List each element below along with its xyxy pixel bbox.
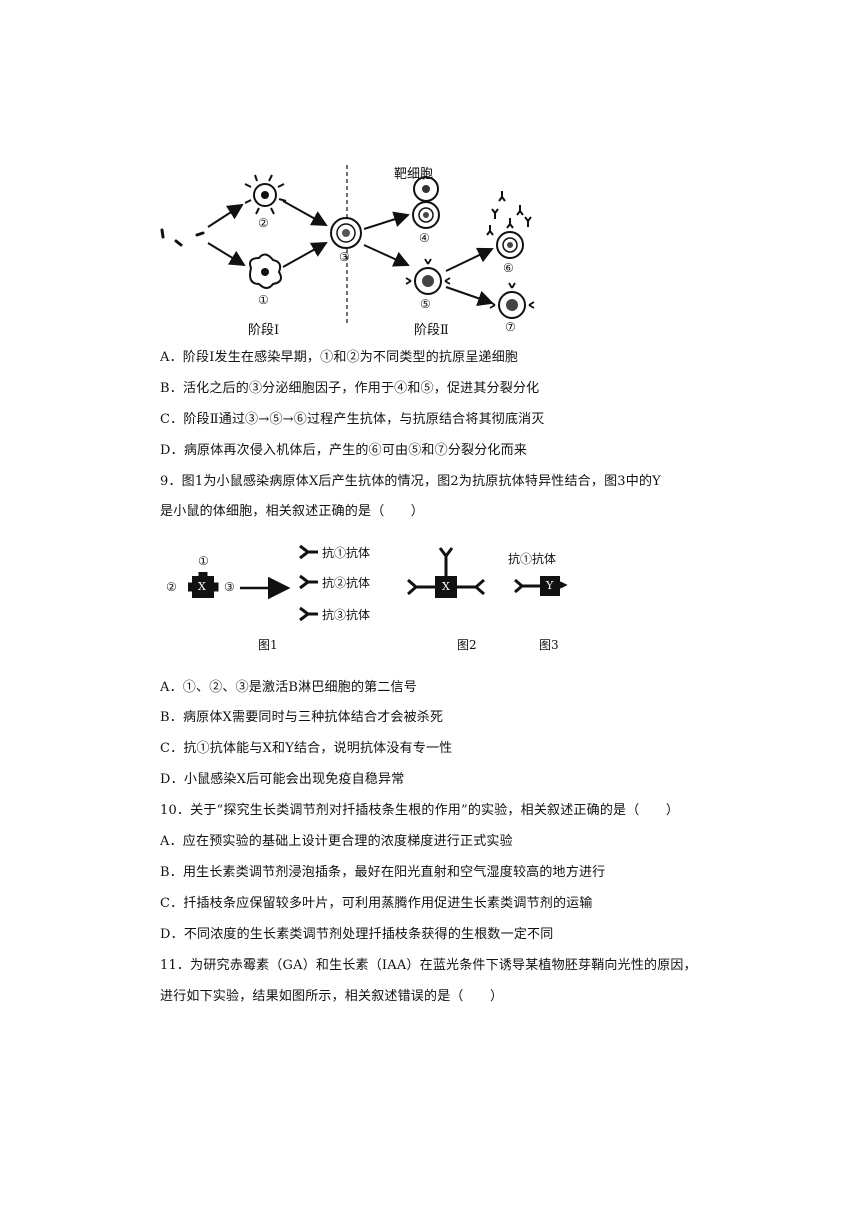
arrow-3-to-4 — [363, 211, 410, 230]
marker-2: ② — [258, 216, 269, 230]
fig1-caption: 图1 — [258, 638, 278, 652]
fig1-mark-1: ① — [198, 554, 209, 568]
antibody-glyph-1 — [299, 544, 318, 560]
antibody-label-3: 抗③抗体 — [322, 608, 371, 622]
arrow-to-cell-1 — [207, 242, 246, 267]
cell-3 — [330, 217, 362, 249]
marker-6: ⑥ — [503, 261, 514, 275]
marker-3: ③ — [339, 250, 350, 264]
arrow-5-to-7 — [445, 286, 494, 306]
fig3-antibody-label: 抗①抗体 — [508, 552, 557, 566]
cell-5 — [405, 258, 451, 295]
antibody-label-2: 抗②抗体 — [322, 576, 371, 590]
arrow-1-to-3 — [282, 242, 328, 268]
antibody-label-1: 抗①抗体 — [322, 546, 371, 560]
fig1-mark-3: ③ — [224, 580, 235, 594]
q9-option-d: D．小鼠感染X后可能会出现免疫自稳异常 — [160, 772, 405, 787]
stage-1-label: 阶段Ⅰ — [248, 323, 280, 338]
q9-option-a: A．①、②、③是激活B淋巴细胞的第二信号 — [160, 680, 417, 695]
q8-option-b: B．活化之后的③分泌细胞因子，作用于④和⑤，促进其分裂分化 — [160, 381, 540, 396]
arrow-3-to-5 — [363, 244, 410, 267]
antibody-glyph-2 — [299, 574, 318, 590]
q10-option-a: A．应在预实验的基础上设计更合理的浓度梯度进行正式实验 — [160, 834, 513, 849]
q9-stem-line1: 9．图1为小鼠感染病原体X后产生抗体的情况，图2为抗原抗体特异性结合，图3中的Y — [160, 474, 661, 489]
antibody-marks — [486, 191, 532, 236]
cell-7 — [489, 282, 535, 319]
arrow-to-cell-2 — [207, 203, 244, 228]
marker-4: ④ — [419, 231, 430, 245]
cell-4 — [412, 201, 440, 229]
arrow-2-to-3 — [282, 200, 328, 226]
q8-option-a: A．阶段Ⅰ发生在感染早期，①和②为不同类型的抗原呈递细胞 — [160, 350, 519, 365]
fig1-mark-2: ② — [166, 580, 177, 594]
fig2-caption: 图2 — [457, 638, 477, 652]
antigen-x-fig1 — [188, 572, 219, 598]
cell-1 — [249, 253, 282, 289]
q9-stem-line2: 是小鼠的体细胞，相关叙述正确的是（ ） — [160, 504, 425, 519]
immune-process-figure: 靶细胞 ② ① ③ ④ ⑤ ⑥ ⑦ 阶段Ⅰ 阶段Ⅱ — [150, 155, 540, 340]
antigen-x-fig2 — [407, 547, 485, 598]
cell-6 — [496, 231, 524, 259]
stage-2-label: 阶段Ⅱ — [414, 323, 449, 338]
q8-option-d: D．病原体再次侵入机体后，产生的⑥可由⑤和⑦分裂分化而来 — [160, 443, 528, 458]
fig3-cell-y: Y — [546, 579, 554, 592]
fig3-caption: 图3 — [539, 638, 559, 652]
marker-1: ① — [258, 293, 269, 307]
q9-option-c: C．抗①抗体能与X和Y结合，说明抗体没有专一性 — [160, 741, 453, 756]
antibody-figures: ① ② ③ X 抗①抗体 抗②抗体 抗③抗体 X 抗①抗体 Y 图1 图2 图3 — [160, 538, 580, 656]
q11-stem-line1: 11．为研究赤霉素（GA）和生长素（IAA）在蓝光条件下诱导某植物胚芽鞘向光性的… — [160, 958, 697, 973]
q10-stem: 10．关于“探究生长类调节剂对扦插枝条生根的作用”的实验，相关叙述正确的是（ ） — [160, 803, 680, 818]
cell-2 — [244, 174, 287, 215]
q11-stem-line2: 进行如下实验，结果如图所示，相关叙述错误的是（ ） — [160, 989, 504, 1004]
antibody-glyph-3 — [299, 606, 318, 622]
pathogen-marks — [160, 228, 205, 247]
fig2-antigen-x: X — [442, 580, 450, 593]
q10-option-c: C．扦插枝条应保留较多叶片，可利用蒸腾作用促进生长素类调节剂的运输 — [160, 896, 593, 911]
fig1-antigen-x: X — [198, 580, 206, 593]
marker-5: ⑤ — [420, 297, 431, 311]
body-cell-y — [514, 576, 568, 596]
q10-option-b: B．用生长素类调节剂浸泡插条，最好在阳光直射和空气湿度较高的地方进行 — [160, 865, 606, 880]
q9-option-b: B．病原体X需要同时与三种抗体结合才会被杀死 — [160, 710, 444, 725]
q10-option-d: D．不同浓度的生长素类调节剂处理扦插枝条获得的生根数一定不同 — [160, 927, 554, 942]
arrow-5-to-6 — [445, 247, 494, 272]
target-cell-label: 靶细胞 — [394, 167, 434, 182]
marker-7: ⑦ — [505, 320, 516, 334]
q8-option-c: C．阶段Ⅱ通过③→⑤→⑥过程产生抗体，与抗原结合将其彻底消灭 — [160, 412, 545, 427]
